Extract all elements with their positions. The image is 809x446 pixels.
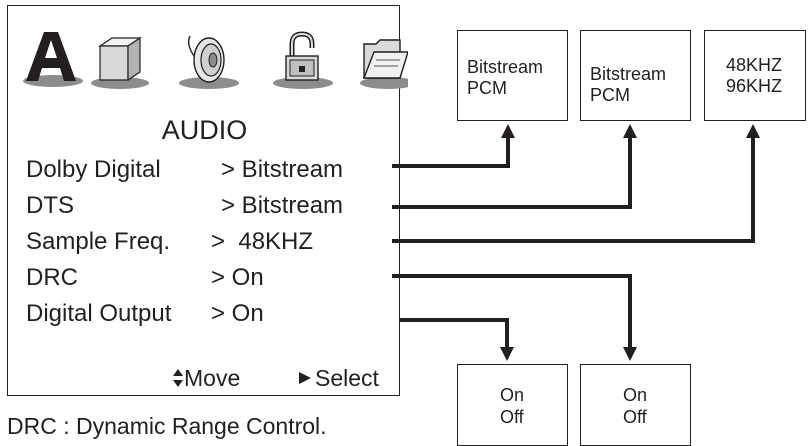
menu-row-dolby-digital-label[interactable]: Dolby Digital bbox=[26, 156, 161, 183]
dts-connector bbox=[392, 136, 632, 209]
letter-a-icon[interactable] bbox=[22, 26, 84, 88]
footer-move: Move bbox=[172, 365, 240, 392]
dolby-digital-options-box: Bitstream PCM bbox=[457, 30, 568, 121]
drc-connector bbox=[392, 274, 632, 349]
footer-select: Select bbox=[298, 365, 379, 392]
footer-move-label: Move bbox=[184, 365, 241, 391]
sample-freq-connector bbox=[392, 136, 755, 243]
drc-arrowhead bbox=[623, 347, 637, 361]
dts-option-2: PCM bbox=[590, 85, 630, 105]
menu-row-sample-freq-label[interactable]: Sample Freq. bbox=[26, 228, 171, 255]
footer-select-label: Select bbox=[315, 365, 379, 391]
speaker-icon[interactable] bbox=[178, 30, 240, 90]
menu-row-dolby-digital-value[interactable]: > Bitstream bbox=[221, 156, 344, 183]
drc-option-1: On bbox=[500, 385, 525, 405]
digital-output-options-box: On Off bbox=[580, 364, 691, 446]
dts-option-1: Bitstream bbox=[590, 64, 667, 84]
padlock-icon[interactable] bbox=[272, 28, 334, 90]
menu-title: AUDIO bbox=[161, 115, 248, 145]
menu-row-drc-label[interactable]: DRC bbox=[26, 264, 78, 291]
sample-freq-option-1: 48KHZ bbox=[726, 55, 783, 75]
menu-row-dts-value[interactable]: > Bitstream bbox=[221, 192, 344, 219]
drc-option-2: Off bbox=[500, 407, 524, 427]
sample-freq-options-box: 48KHZ 96KHZ bbox=[704, 30, 806, 121]
sample-freq-option-2: 96KHZ bbox=[726, 76, 783, 96]
menu-row-sample-freq-value[interactable]: > 48KHZ bbox=[211, 228, 314, 255]
digital-output-option-2: Off bbox=[623, 407, 647, 427]
drc-footnote: DRC : Dynamic Range Control. bbox=[7, 413, 327, 439]
box-icon[interactable] bbox=[90, 32, 150, 90]
audio-menu-panel: AUDIO Dolby Digital > Bitstream DTS > Bi… bbox=[7, 5, 408, 396]
up-down-arrow-icon bbox=[173, 369, 183, 387]
dts-options-box: Bitstream PCM bbox=[580, 30, 691, 121]
folder-icon[interactable] bbox=[360, 30, 408, 90]
menu-row-digital-output-label[interactable]: Digital Output bbox=[26, 300, 172, 327]
digital-output-arrowhead bbox=[500, 347, 514, 361]
menu-row-dts-label[interactable]: DTS bbox=[26, 192, 74, 219]
drc-options-box: On Off bbox=[457, 364, 568, 446]
digital-output-connector bbox=[400, 318, 509, 349]
dolby-digital-connector bbox=[392, 136, 510, 168]
dolby-digital-option-2: PCM bbox=[467, 78, 507, 98]
dts-arrowhead bbox=[623, 124, 637, 138]
dolby-digital-option-1: Bitstream bbox=[467, 57, 544, 77]
sample-freq-arrowhead bbox=[746, 124, 760, 138]
digital-output-option-1: On bbox=[623, 385, 648, 405]
dolby-digital-arrowhead bbox=[501, 124, 515, 138]
menu-row-digital-output-value[interactable]: > On bbox=[211, 300, 264, 327]
menu-row-drc-value[interactable]: > On bbox=[211, 264, 264, 291]
right-triangle-icon bbox=[299, 372, 311, 384]
